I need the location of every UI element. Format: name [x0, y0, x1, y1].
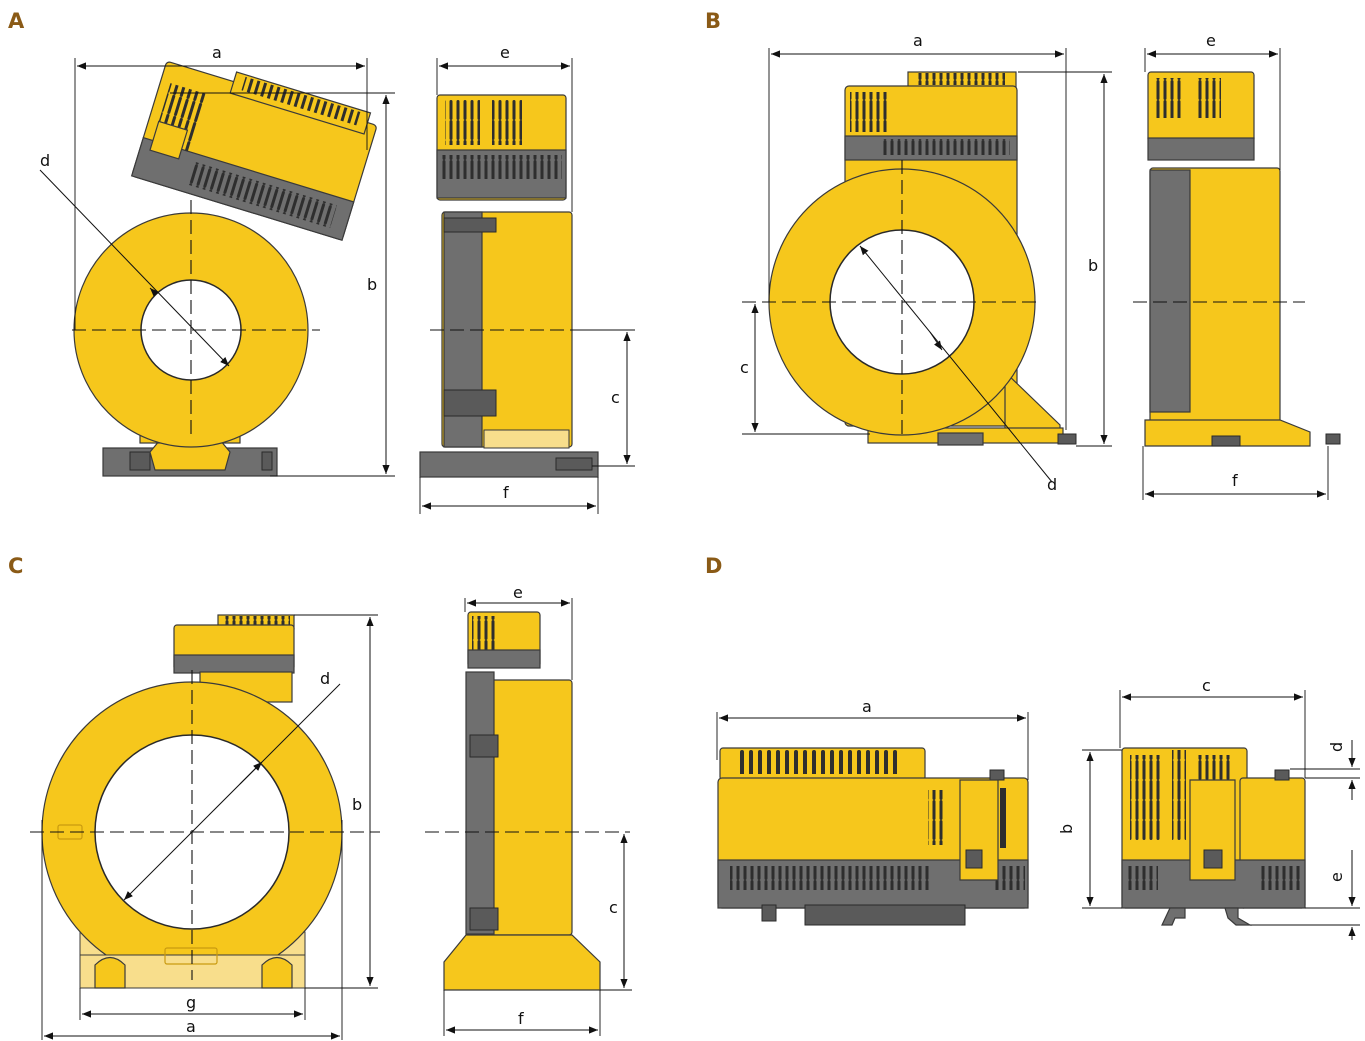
dimension-label-d: d [1327, 742, 1346, 752]
dimension-label-a: a [212, 43, 222, 62]
panel-b: B d a [705, 9, 1341, 500]
panel-a-side-view: e c f [419, 43, 635, 514]
panel-c: C d b [8, 554, 632, 1040]
dimension-label-f: f [503, 483, 509, 502]
dimension-label-f: f [1232, 471, 1238, 490]
dimension-label-d: d [40, 151, 50, 170]
panel-a: A d [8, 9, 635, 514]
dimension-label-d: d [1047, 475, 1057, 494]
dimension-label-c: c [1202, 676, 1211, 695]
dimension-label-e: e [500, 43, 510, 62]
panel-a-front-view: d a b [39, 43, 395, 477]
dimension-label-c: c [740, 358, 749, 377]
panel-letter: B [705, 9, 721, 33]
dimension-label-g: g [186, 993, 196, 1012]
dimension-label-c: c [609, 898, 618, 917]
panel-letter: C [8, 554, 23, 578]
panel-letter: A [8, 9, 25, 33]
panel-b-front-view: d a b c [740, 31, 1112, 494]
dimension-label-a: a [913, 31, 923, 50]
panel-d-side-view: c b d e [1057, 676, 1360, 940]
dimension-label-b: b [367, 275, 377, 294]
panel-d-front-view: a [716, 697, 1029, 926]
panel-b-side-view: e f [1133, 31, 1341, 500]
dimension-label-a: a [862, 697, 872, 716]
dimension-label-f: f [518, 1009, 524, 1028]
dimension-label-e: e [513, 583, 523, 602]
dimension-label-a: a [186, 1017, 196, 1036]
dimension-label-b: b [1057, 824, 1076, 834]
panel-c-side-view: e c f [425, 583, 632, 1036]
dimension-label-e: e [1327, 872, 1346, 882]
panel-letter: D [705, 554, 722, 578]
dimension-label-b: b [1088, 256, 1098, 275]
dimension-label-c: c [611, 388, 620, 407]
panel-d: D a [705, 554, 1360, 940]
dimension-label-b: b [352, 795, 362, 814]
panel-c-front-view: d b g a [30, 614, 380, 1040]
electronics-module [130, 61, 377, 241]
dimension-label-d: d [320, 669, 330, 688]
dimension-label-e: e [1206, 31, 1216, 50]
